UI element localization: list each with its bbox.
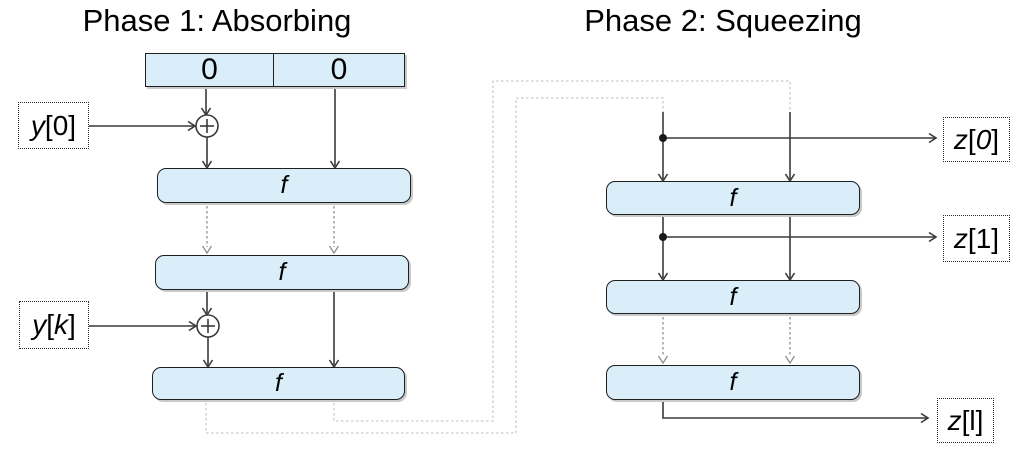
zl-index: l [969,404,976,436]
y0-index: 0 [52,109,69,141]
phase1-title: Phase 1: Absorbing [82,3,352,38]
yk-variable: y [32,309,47,340]
route-capacity-line [333,80,791,422]
bracket: [ [44,109,53,141]
z0-index: 0 [975,123,992,155]
f-label: f [729,282,737,311]
arrowhead-icon [784,355,796,365]
output-z1-box: z[1] [943,215,1010,262]
branch-dot-z0 [659,134,667,142]
state-register: 0 0 [145,53,405,87]
output-zl-box: z[l] [937,398,994,443]
absorb-f2-box: f [155,255,409,290]
squeeze-f3-box: f [606,365,860,400]
input-y0-box: y[0] [18,102,89,149]
zl-variable: z [947,404,962,436]
f-label: f [280,171,288,199]
xor-node-2 [196,314,220,338]
f-label: f [278,258,286,286]
f-label: f [729,368,737,396]
arrowhead-icon [201,245,213,255]
yk-index: k [54,309,68,340]
state-cell-rate: 0 [146,54,274,86]
squeeze-f1-box: f [606,181,860,215]
dashed-arrow-lines [206,201,791,357]
bracket: [ [961,404,970,436]
state-cell-capacity: 0 [274,54,404,86]
branch-dot-z1 [659,233,667,241]
solid-arrow-lines [88,85,938,424]
bracket: [ [46,309,54,340]
phase2-title: Phase 2: Squeezing [584,3,862,38]
bracket: ] [68,109,77,141]
f-label: f [729,183,737,212]
z0-variable: z [953,123,968,155]
bracket: [ [967,222,976,254]
arrowhead-icon [928,132,938,144]
bracket: [ [967,123,976,155]
output-z0-box: z[0] [943,117,1010,162]
arrowhead-icon [920,412,930,424]
z1-index: 1 [975,222,992,254]
arrowhead-icon [328,245,340,255]
state-cell-value: 0 [330,53,348,86]
xor-node-1 [195,114,219,138]
arrowhead-icon [187,120,197,132]
route-rate-line [205,97,664,434]
state-cell-value: 0 [201,53,218,86]
zl-output-arrow [662,398,928,419]
input-yk-box: y[k] [19,301,89,349]
dashed-arrow-heads [201,245,796,365]
bracket: ] [991,123,1000,155]
absorb-f3-box: f [152,367,405,400]
z1-variable: z [953,222,968,254]
route-lines [205,80,791,434]
arrowhead-icon [188,320,198,332]
squeeze-f2-box: f [606,280,860,314]
arrowhead-icon [657,355,669,365]
bracket: ] [975,404,984,436]
f-label: f [275,369,282,397]
bracket: ] [991,222,1000,254]
y0-variable: y [30,109,45,141]
bracket: ] [68,309,76,340]
arrowhead-icon [928,231,938,243]
absorb-f1-box: f [157,168,411,203]
